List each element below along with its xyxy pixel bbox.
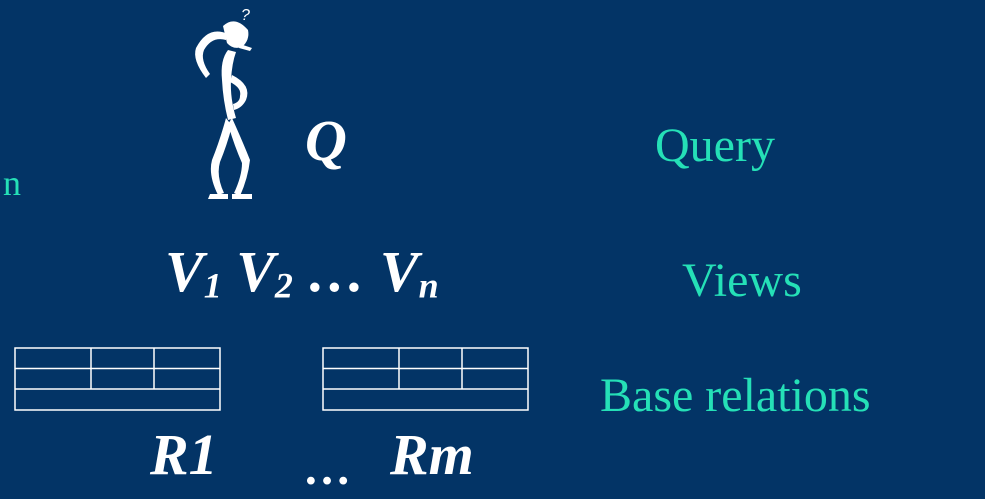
label-views: Views bbox=[682, 254, 802, 307]
view-vn: V bbox=[379, 239, 419, 304]
view-vn-sub: n bbox=[418, 265, 439, 306]
view-v2: V bbox=[236, 239, 275, 304]
view-v1-sub: 1 bbox=[203, 265, 222, 306]
thinking-person-icon: ? bbox=[195, 7, 252, 199]
relation-label-rm: Rm bbox=[390, 422, 474, 487]
query-symbol: Q bbox=[305, 108, 347, 173]
relation-table-r1 bbox=[14, 347, 221, 411]
views-ellipsis: … bbox=[307, 239, 366, 304]
question-mark: ? bbox=[241, 7, 250, 24]
view-v2-sub: 2 bbox=[274, 265, 293, 306]
label-base-relations: Base relations bbox=[600, 369, 871, 422]
relations-ellipsis: … bbox=[303, 442, 351, 495]
views-formula: V1 V2 … Vn bbox=[165, 243, 439, 306]
view-v1: V bbox=[165, 239, 204, 304]
relation-label-r1: R1 bbox=[150, 422, 218, 487]
label-query: Query bbox=[655, 119, 775, 172]
relation-table-rm bbox=[322, 347, 529, 411]
left-cut-label: n bbox=[3, 163, 21, 203]
